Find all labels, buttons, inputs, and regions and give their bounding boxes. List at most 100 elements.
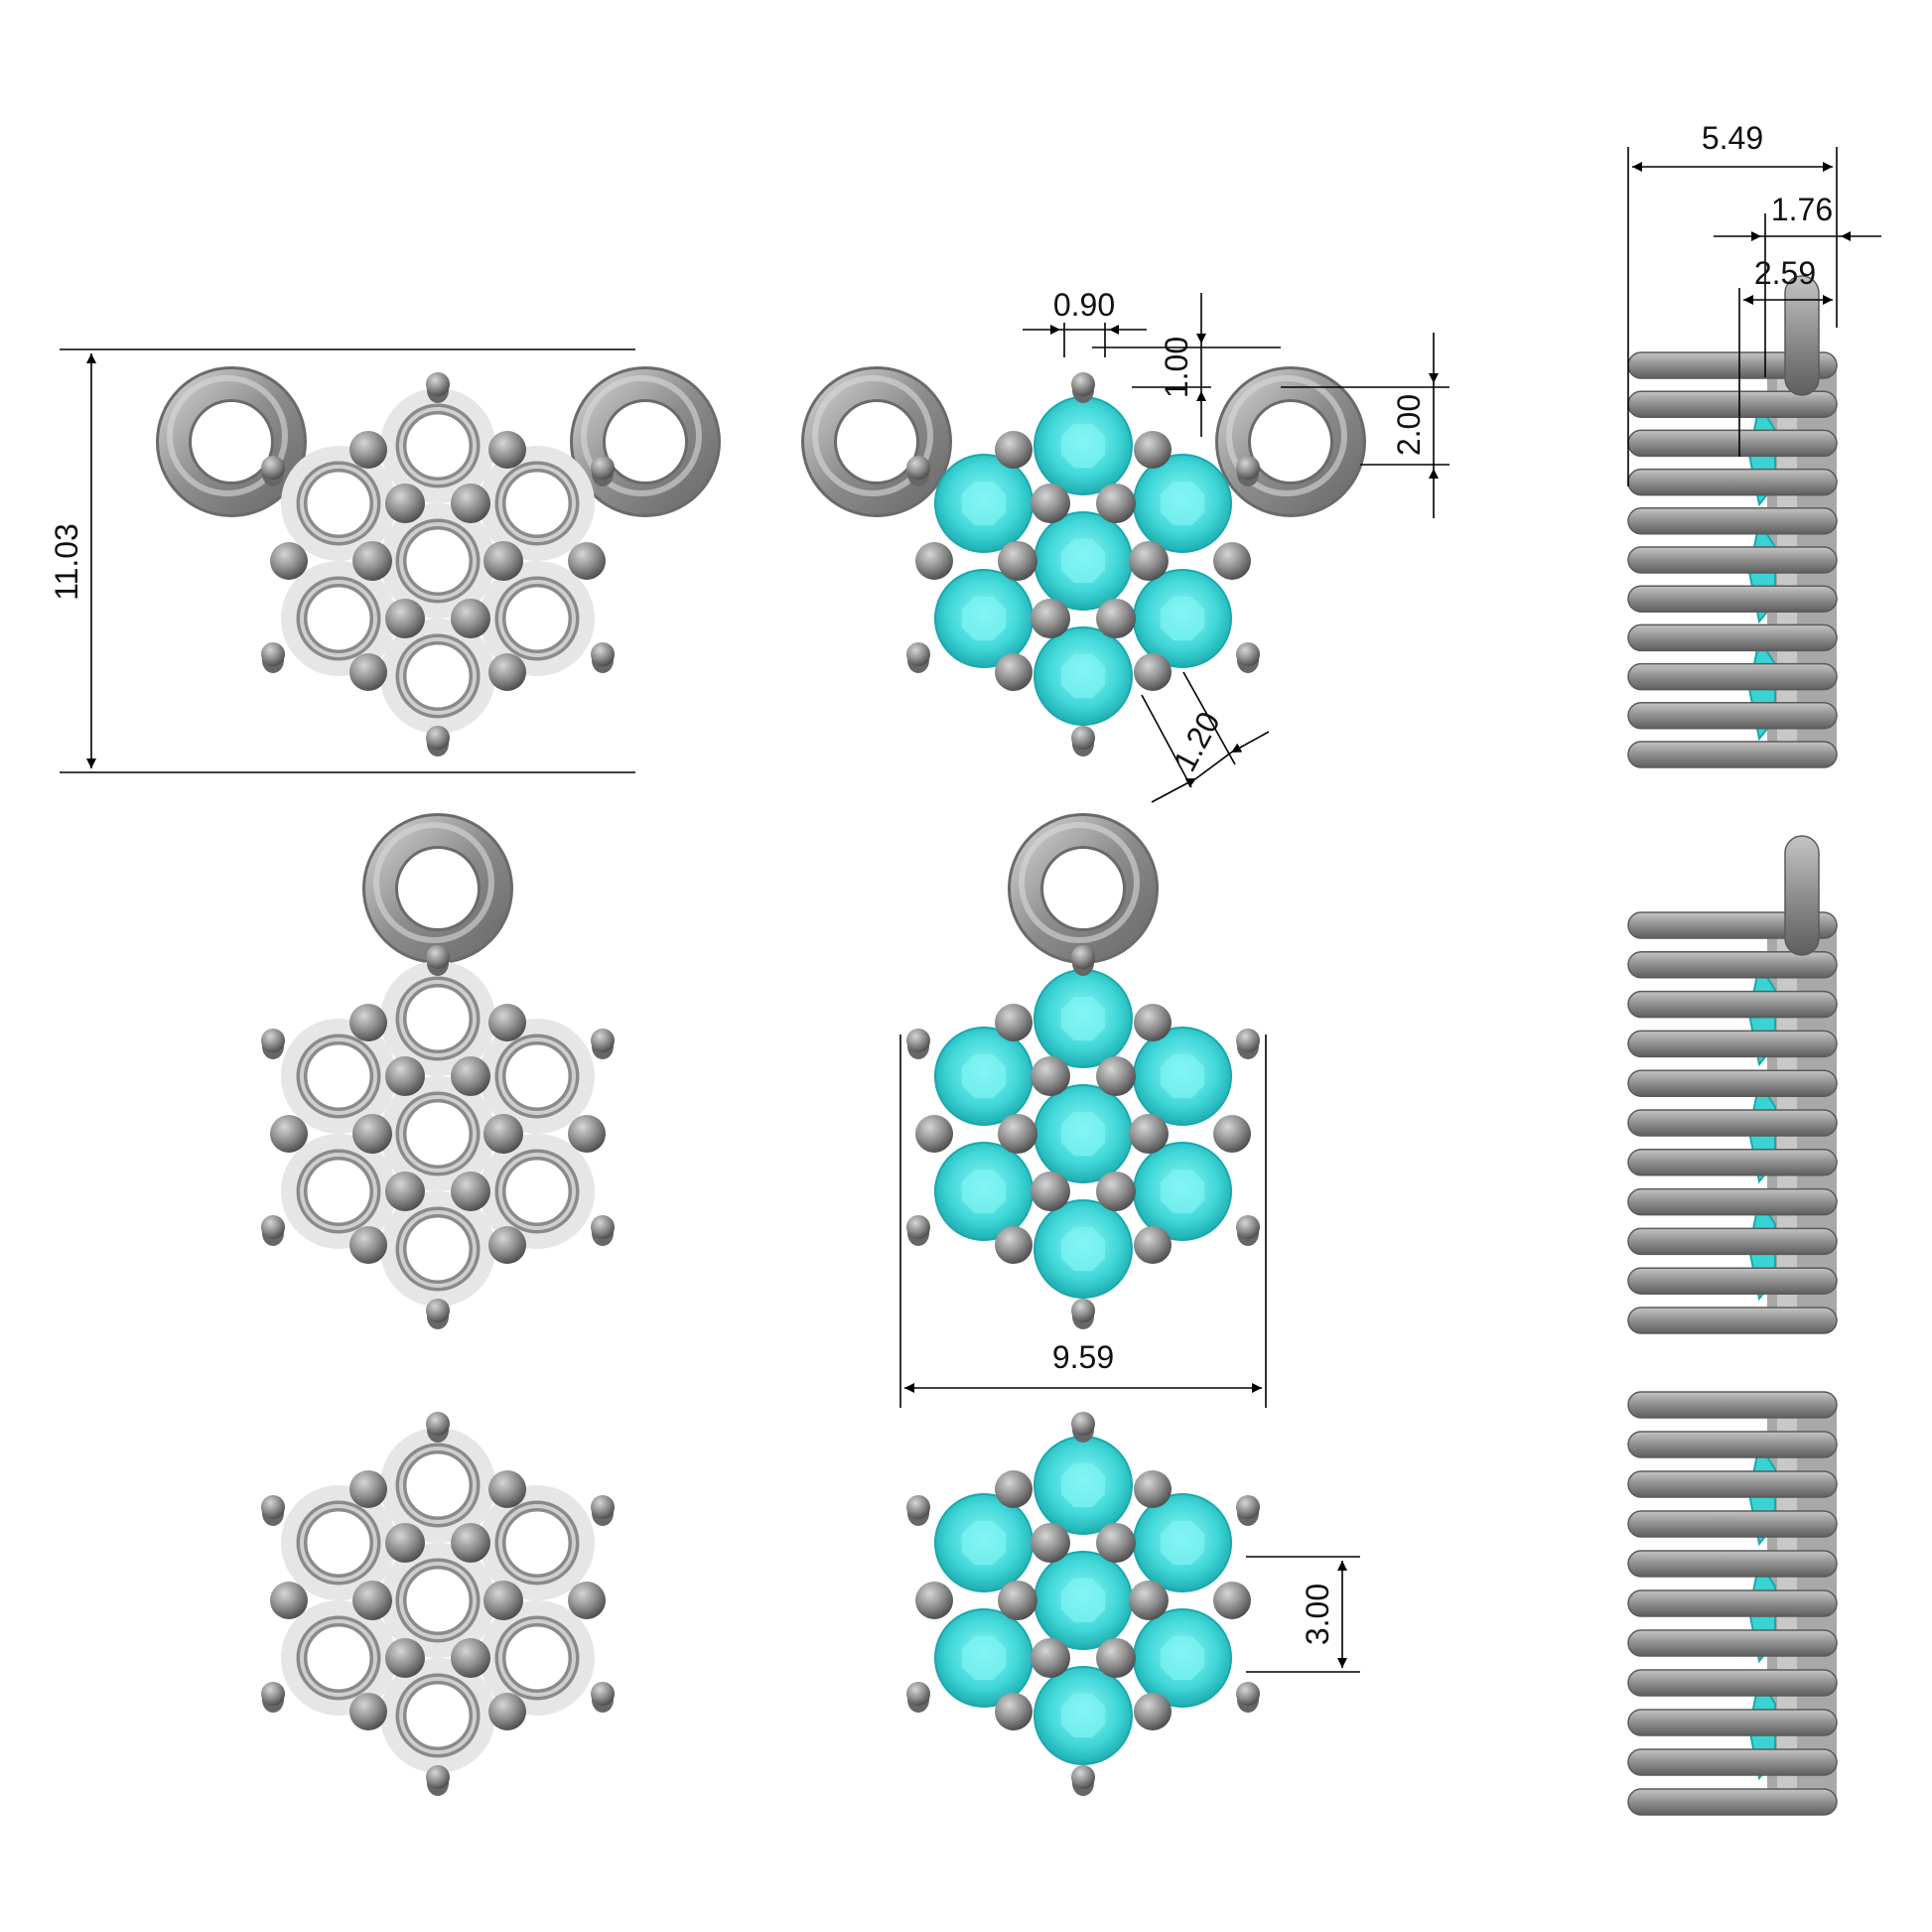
flower-plain-no-ring-bead-inner-0 (385, 1523, 425, 1563)
flower-plain-no-ring-bead-outer-3 (568, 1582, 606, 1619)
flower-stones-single-ring-stone-table-0 (1060, 996, 1106, 1041)
flower-stones-single-ring-stone-table-3 (1060, 1111, 1106, 1157)
flower-plain-single-ring-bead-inner-2 (352, 1114, 392, 1154)
flower-plain-single-ring-seat-shine-4 (300, 1153, 377, 1230)
flower-stones-two-rings-prong-1 (906, 456, 930, 480)
side-view-no-ring-wire-4 (1627, 1550, 1838, 1578)
flower-stones-single-ring-bead-outer-2 (915, 1115, 953, 1153)
flower-stones-no-ring-bead-outer-3 (1213, 1582, 1251, 1619)
flower-plain-single-ring-prong-4 (591, 1215, 615, 1239)
flower-stones-no-ring-bead-outer-1 (1134, 1470, 1172, 1508)
flower-plain-two-rings-bead-outer-2 (270, 542, 308, 580)
flower-stones-no-ring (906, 1412, 1260, 1796)
flower-plain-two-rings-bead-outer-4 (349, 653, 387, 691)
flower-stones-single-ring-bead-inner-2 (998, 1114, 1037, 1154)
flower-plain-two-rings-prong-5 (426, 726, 450, 750)
side-view-no-ring-wire-10 (1627, 1788, 1838, 1816)
flower-stones-single-ring-stone-table-6 (1060, 1226, 1106, 1272)
flower-plain-two-rings-bead-inner-1 (451, 483, 490, 523)
side-view-two-rings-wire-9 (1627, 702, 1838, 730)
side-view-two-rings-wire-6 (1627, 585, 1838, 613)
side-view-single-ring-wire-2 (1627, 990, 1838, 1019)
left-ring-stones-highlight (804, 369, 949, 514)
flower-plain-single-ring-prong-2 (591, 1029, 615, 1052)
side-view-two-rings-ring-edge (1784, 275, 1820, 396)
side-view-single-ring-wire-10 (1627, 1307, 1838, 1334)
flower-plain-no-ring-seat-shine-5 (498, 1619, 576, 1697)
flower-stones-no-ring-stone-table-2 (1160, 1520, 1205, 1566)
dimension-ring-height: 2.00 (1281, 333, 1449, 518)
flower-stones-two-rings-bead-outer-3 (1213, 542, 1251, 580)
flower-plain-single-ring-bead-inner-1 (451, 1056, 490, 1096)
flower-stones-two-rings-stone-table-6 (1060, 653, 1106, 699)
flower-plain-single-ring-seat-shine-1 (300, 1037, 377, 1115)
flower-plain-single-ring-bead-inner-0 (385, 1056, 425, 1096)
flower-stones-no-ring-prong-5 (1071, 1765, 1095, 1789)
flower-plain-single-ring-bead-outer-0 (349, 1004, 387, 1041)
flower-stones-no-ring-bead-inner-3 (1129, 1581, 1169, 1620)
flower-stones-single-ring-prong-0 (1071, 945, 1095, 969)
flower-stones-no-ring-stone-table-6 (1060, 1693, 1106, 1738)
flower-stones-two-rings-bead-inner-4 (1031, 599, 1070, 638)
flower-stones-two-rings-stone-table-0 (1060, 423, 1106, 469)
flower-stones-single-ring-bead-outer-4 (995, 1226, 1033, 1264)
flower-plain-two-rings-bead-inner-3 (483, 541, 523, 581)
flower-stones-no-ring-bead-outer-5 (1134, 1693, 1172, 1730)
side-view-single-ring-wire-7 (1627, 1187, 1838, 1216)
flower-plain-two-rings (261, 372, 615, 757)
flower-stones-single-ring-prong-3 (906, 1215, 930, 1239)
flower-stones-two-rings-bead-outer-0 (995, 431, 1033, 469)
side-view-no-ring-wire-9 (1627, 1748, 1838, 1776)
flower-plain-no-ring-bead-inner-4 (385, 1638, 425, 1678)
flower-stones-two-rings-bead-inner-5 (1096, 599, 1136, 638)
flower-stones-no-ring-prong-0 (1071, 1412, 1095, 1436)
side-view-no-ring (1627, 1391, 1838, 1816)
flower-plain-single-ring-prong-3 (261, 1215, 285, 1239)
flower-plain-two-rings-seat-shine-2 (498, 465, 576, 542)
top-ring-plain-shine (373, 822, 494, 943)
left-ring-stones-shine (812, 375, 933, 496)
flower-plain-no-ring-bead-inner-1 (451, 1523, 490, 1563)
flower-stones-two-rings-prong-0 (1071, 372, 1095, 396)
flower-stones-two-rings-bead-inner-1 (1096, 483, 1136, 523)
top-ring-stones-shine (1019, 822, 1140, 943)
flower-stones-two-rings-prong-4 (1236, 642, 1260, 666)
flower-plain-no-ring-bead-outer-5 (488, 1693, 526, 1730)
flower-stones-no-ring-bead-inner-1 (1096, 1523, 1136, 1563)
flower-stones-no-ring-bead-outer-2 (915, 1582, 953, 1619)
flower-stones-single-ring-bead-outer-3 (1213, 1115, 1251, 1153)
left-ring-plain-highlight (159, 369, 304, 514)
flower-stones-single-ring-bead-outer-0 (995, 1004, 1033, 1041)
dimension-label-overall-height: 11.03 (49, 523, 84, 601)
flower-stones-single-ring-bead-inner-0 (1031, 1056, 1070, 1096)
side-view-two-rings-wire-7 (1627, 623, 1838, 652)
side-view-two-rings-wire-3 (1627, 468, 1838, 496)
flower-plain-single-ring-bead-outer-5 (488, 1226, 526, 1264)
flower-stones-two-rings-bead-inner-2 (998, 541, 1037, 581)
right-ring-stones-highlight (1218, 369, 1363, 514)
flower-stones-two-rings-stone-table-1 (961, 481, 1007, 526)
flower-plain-no-ring-seat-shine-2 (498, 1504, 576, 1582)
flower-plain-two-rings-prong-0 (426, 372, 450, 396)
flower-plain-no-ring-bead-outer-1 (488, 1470, 526, 1508)
flower-stones-no-ring-prong-3 (906, 1682, 930, 1706)
side-view-two-rings-wire-5 (1627, 546, 1838, 574)
side-view-single-ring (1627, 835, 1838, 1334)
flower-stones-no-ring-bead-outer-0 (995, 1470, 1033, 1508)
flower-stones-two-rings-bead-outer-2 (915, 542, 953, 580)
flower-stones-no-ring-stone-table-0 (1060, 1462, 1106, 1508)
flower-stones-no-ring-stone-table-1 (961, 1520, 1007, 1566)
flower-stones-no-ring-bead-inner-0 (1031, 1523, 1070, 1563)
dimension-label-ring-height: 2.00 (1391, 394, 1427, 456)
side-view-no-ring-wire-3 (1627, 1510, 1838, 1538)
flower-plain-single-ring-bead-outer-1 (488, 1004, 526, 1041)
side-view-two-rings-wire-2 (1627, 429, 1838, 458)
right-ring-plain-shine (581, 375, 702, 496)
flower-plain-single-ring-bead-inner-3 (483, 1114, 523, 1154)
dimension-label-prong-width: 0.90 (1053, 287, 1115, 323)
flower-plain-single-ring-bead-outer-4 (349, 1226, 387, 1264)
flower-stones-single-ring-stone-table-1 (961, 1053, 1007, 1099)
flower-plain-no-ring-seat-shine-4 (300, 1619, 377, 1697)
left-ring-plain-shine (167, 375, 288, 496)
flower-stones-two-rings-prong-5 (1071, 726, 1095, 750)
